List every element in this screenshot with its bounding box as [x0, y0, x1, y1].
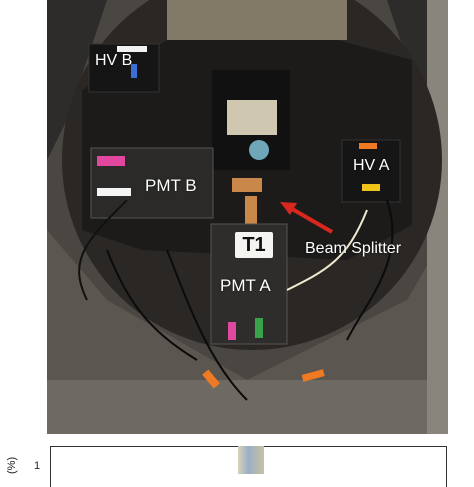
label-t1: T1	[235, 232, 273, 258]
label-pmt-a: PMT A	[220, 276, 271, 295]
label-hv-b: HV B	[95, 52, 133, 69]
chart-peak	[238, 446, 264, 474]
label-hv-a: HV A	[353, 157, 390, 174]
chart-ylabel: (%)	[6, 456, 18, 474]
apparatus-drawing	[47, 0, 448, 434]
apparatus-photo: HV B HV A PMT B PMT A Beam Splitter T1	[47, 0, 448, 434]
chart-tick: 1	[34, 460, 41, 472]
label-pmt-b: PMT B	[145, 176, 197, 195]
label-beam-splitter: Beam Splitter	[305, 240, 402, 257]
